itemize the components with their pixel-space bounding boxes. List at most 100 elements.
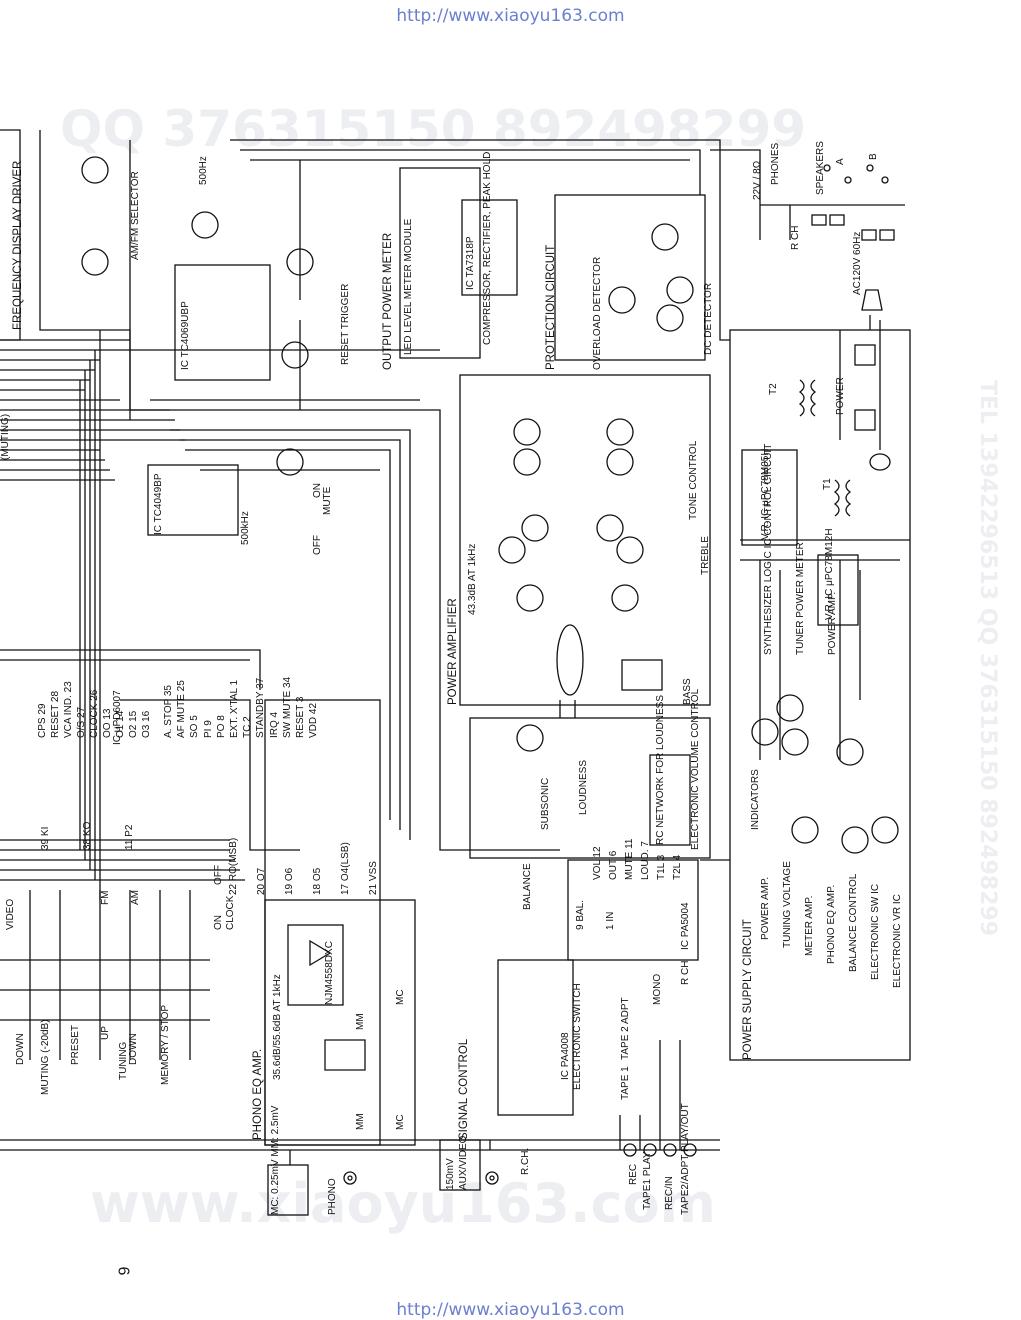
label-tone-control: TONE CONTROL xyxy=(688,440,699,520)
upd6007-pin-b-5: EXT. X'TAL 1 xyxy=(229,679,240,738)
label-muting-key: MUTING (-20dB) xyxy=(40,1019,51,1095)
label-mute: MUTE xyxy=(322,486,333,515)
label-memory: MEMORY / STOP xyxy=(160,1004,171,1085)
ps-list-6: ELECTRONIC VR IC xyxy=(892,894,903,988)
upd6007-pin-bottom-5: 21 VSS xyxy=(368,861,379,895)
label-tape2: TAPE 2 ADPT xyxy=(620,997,631,1060)
label-mm-top: MM xyxy=(355,1013,366,1030)
label-rc-network: RC NETWORK FOR LOUDNESS xyxy=(655,694,666,845)
label-power-switch: POWER xyxy=(835,377,846,415)
label-tape2-rec: REC/IN xyxy=(664,1176,675,1210)
upd6007-pin-b-2: SO 5 xyxy=(189,715,201,738)
label-speaker-b: B xyxy=(868,153,879,160)
label-reset-trigger: RESET TRIGGER xyxy=(340,283,351,365)
label-preset: PRESET xyxy=(70,1024,81,1065)
ps-tap-1: TUNER POWER METER xyxy=(795,542,806,655)
pa5004-pin-0: VOL 12 xyxy=(592,846,603,880)
label-speaker-a: A xyxy=(835,158,846,165)
upd6007-pin-b-6: TC 2 xyxy=(242,716,254,738)
upd6007-pin-b-4: PO 8 xyxy=(215,715,227,738)
upd6007-pin-bottom-3: 18 O5 xyxy=(312,867,323,895)
label-mute-on: ON xyxy=(312,483,323,498)
pa5004-pin-1: OUT 6 xyxy=(608,850,619,880)
label-electronic-vr: ELECTRONIC VOLUME CONTROL xyxy=(690,688,701,850)
pa5004-pin-in-1: 1 IN xyxy=(605,911,616,930)
upd6007-pin-bottom-1: 20 O7 xyxy=(256,867,267,895)
watermark-qq: QQ 376315150 892498299 xyxy=(60,100,807,158)
label-aux-level: 150mV xyxy=(445,1158,456,1190)
label-clock-on: ON xyxy=(213,915,224,930)
upd6007-pin-a-1: RESET 28 xyxy=(50,690,61,738)
label-loudness: LOUDNESS xyxy=(578,759,589,815)
label-ta7318: IC TA7318P xyxy=(465,236,476,290)
label-am-fm-selector: AM/FM SELECTOR xyxy=(130,171,141,260)
label-mm-bottom: MM xyxy=(355,1113,366,1130)
pa5004-pin-5: T2L 4 xyxy=(672,854,683,880)
label-dc-detector: DC DETECTOR xyxy=(703,282,714,355)
label-treble: TREBLE xyxy=(700,536,711,575)
label-500khz: 500kHz xyxy=(240,511,251,545)
label-tape1-rec: REC xyxy=(628,1163,639,1185)
label-ac: AC120V 60Hz xyxy=(852,231,863,295)
upd6007-pin-bottom-2: 19 O6 xyxy=(284,867,295,895)
pa5004-pin-4: T1L 3 xyxy=(656,854,667,880)
ps-list-2: METER AMP. xyxy=(804,895,815,956)
label-mono: MONO xyxy=(652,973,663,1005)
label-tape1-play: TAPE1 PLAY xyxy=(642,1151,653,1210)
label-compressor: COMPRESSOR, RECTIFIER, PEAK HOLD xyxy=(482,151,493,345)
label-ic-pa4008: IC PA4008 xyxy=(560,1032,571,1080)
upd6007-pin-left-0: 39 KI xyxy=(40,826,51,850)
label-t1: T1 xyxy=(822,478,833,490)
ps-list-0: POWER AMP. xyxy=(760,876,771,940)
upd6007-pin-b-8: IRQ 4 xyxy=(268,711,280,738)
ps-tap-2: POWER AMP. xyxy=(827,591,838,655)
label-t2: T2 xyxy=(768,383,779,395)
label-ic-pa5004: IC PA5004 xyxy=(680,902,691,950)
upd6007-pin-left-2: 11 P2 xyxy=(124,824,135,850)
label-ic-tc4069: IC TC4069UBP xyxy=(180,301,191,370)
upd6007-pin-bottom-0: 22 RO(MSB) xyxy=(228,837,239,895)
ps-list-1: TUNING VOLTAGE xyxy=(782,861,793,948)
upd6007-pin-a-8: O3 16 xyxy=(141,710,152,738)
upd6007-pin-a-5: OO 13 xyxy=(102,708,113,738)
label-phones: PHONES xyxy=(770,142,781,185)
upd6007-pin-b-11: VDD 42 xyxy=(308,702,320,738)
label-mute-off: OFF xyxy=(312,535,323,555)
label-phono-eq-amp: PHONO EQ AMP. xyxy=(252,1048,264,1140)
footer-url[interactable]: http://www.xiaoyu163.com xyxy=(396,1300,625,1320)
header-url[interactable]: http://www.xiaoyu163.com xyxy=(396,6,625,26)
upd6007-pin-a-6: O1 14 xyxy=(115,710,126,738)
label-rch-top: R CH xyxy=(790,225,801,250)
label-tape1: TAPE 1 xyxy=(620,1066,631,1100)
upd6007-pin-a-7: O2 15 xyxy=(128,710,139,738)
label-pa-gain: 43.3dB AT 1kHz xyxy=(467,543,478,615)
upd6007-pin-b-3: PI 9 xyxy=(202,720,214,738)
label-electronic-switch: ELECTRONIC SWITCH xyxy=(572,983,583,1090)
label-indicators: INDICATORS xyxy=(750,769,761,830)
label-overload-detector: OVERLOAD DETECTOR xyxy=(592,256,603,370)
label-balance: BALANCE xyxy=(522,863,533,910)
label-mc-bottom: MC xyxy=(395,1114,406,1130)
label-power-amplifier: POWER AMPLIFIER xyxy=(447,598,459,705)
pa5004-pin-3: LOUD. 7 xyxy=(640,841,651,880)
label-output-power-meter: OUTPUT POWER METER xyxy=(382,232,394,370)
label-rch-aux: R.CH. xyxy=(520,1147,531,1175)
label-impedance: 22V / 8Ω xyxy=(752,160,763,200)
label-down: DOWN xyxy=(15,1033,26,1065)
label-protection-circuit: PROTECTION CIRCUIT xyxy=(545,244,557,370)
label-fm: FM xyxy=(100,890,111,905)
label-njm4558: NJM4558DXC xyxy=(324,941,335,1005)
upd6007-pin-a-2: VCA IND. 23 xyxy=(63,681,74,738)
label-down-2: DOWN xyxy=(128,1033,139,1065)
upd6007-pin-b-1: AF MUTE 25 xyxy=(176,680,188,738)
upd6007-pin-a-3: O/S 27 xyxy=(76,706,87,738)
label-video: VIDEO xyxy=(5,898,16,930)
label-led-meter-module: LED LEVEL METER MODULE xyxy=(403,218,414,355)
upd6007-pin-b-7: STANDBY 37 xyxy=(255,677,267,738)
upd6007-pin-bottom-4: 17 O4(LSB) xyxy=(340,842,351,895)
label-up: UP xyxy=(100,1026,111,1040)
label-mc-top: MC xyxy=(395,989,406,1005)
label-am: AM xyxy=(130,890,141,905)
